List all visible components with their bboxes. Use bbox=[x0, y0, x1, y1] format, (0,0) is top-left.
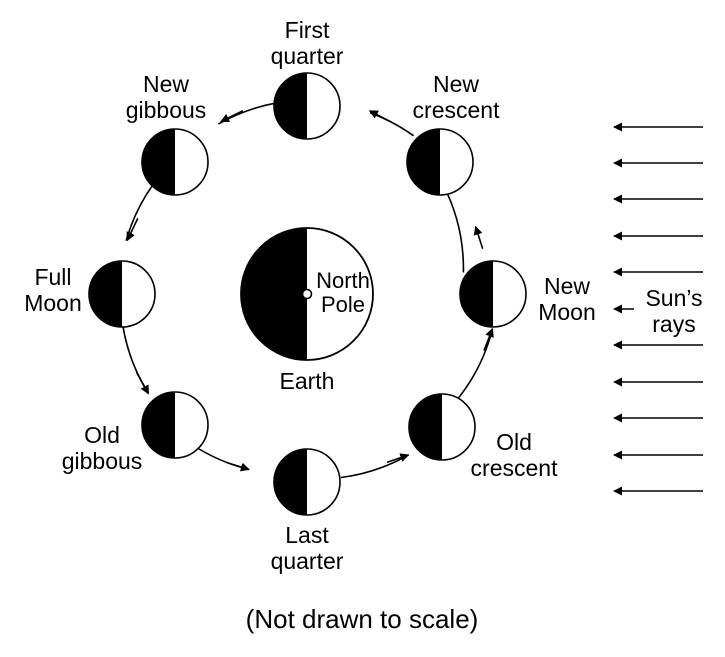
label-line: Last bbox=[285, 522, 329, 548]
label-line: Pole bbox=[320, 292, 366, 317]
orbit-arrow bbox=[135, 371, 150, 395]
orbit-arc bbox=[122, 325, 150, 395]
sun-rays bbox=[613, 122, 703, 496]
orbit-arrow bbox=[126, 218, 139, 242]
earth-label: Earth bbox=[279, 368, 335, 394]
label-new-crescent: New crescent bbox=[396, 71, 516, 123]
label-new-moon: New Moon bbox=[522, 273, 612, 325]
orbit-arc bbox=[441, 183, 465, 273]
moon-new-moon bbox=[459, 260, 527, 328]
label-last-quarter: Last quarter bbox=[247, 522, 367, 574]
moon-new-crescent bbox=[406, 128, 474, 196]
moon-first-quarter bbox=[273, 72, 341, 140]
moon-old-crescent bbox=[408, 393, 476, 461]
moon-new-gibbous bbox=[141, 128, 209, 196]
label-line: crescent bbox=[470, 455, 558, 481]
label-old-gibbous: Old gibbous bbox=[42, 422, 162, 474]
label-line: quarter bbox=[270, 548, 344, 574]
label-line: Sun’s bbox=[645, 285, 703, 311]
moon-old-gibbous bbox=[141, 391, 209, 459]
north-pole-marker bbox=[301, 288, 313, 300]
label-line: North bbox=[316, 268, 370, 293]
label-line: Full bbox=[34, 264, 72, 290]
label-line: Old bbox=[84, 422, 120, 448]
label-line: gibbous bbox=[61, 448, 143, 474]
label-line: Moon bbox=[538, 299, 596, 325]
sun-rays-label: Sun’s rays bbox=[634, 285, 714, 337]
orbit-arc bbox=[217, 102, 278, 125]
north-pole-label: North Pole bbox=[311, 269, 375, 317]
orbit-arrows bbox=[126, 109, 494, 472]
label-line: New bbox=[543, 273, 590, 299]
orbit-arrow bbox=[368, 110, 391, 123]
moon-full-moon bbox=[88, 260, 156, 328]
label-line: New bbox=[142, 71, 189, 97]
label-line: New bbox=[432, 71, 479, 97]
scale-note: (Not drawn to scale) bbox=[245, 604, 479, 634]
earth bbox=[240, 227, 374, 361]
label-new-gibbous: New gibbous bbox=[106, 71, 226, 123]
label-line: crescent bbox=[412, 97, 500, 123]
label-line: rays bbox=[652, 311, 696, 337]
orbit-arrow bbox=[473, 225, 484, 250]
orbit-arrow bbox=[220, 109, 244, 123]
label-line: Moon bbox=[24, 290, 82, 316]
label-old-crescent: Old crescent bbox=[454, 429, 574, 481]
label-full-moon: Full Moon bbox=[8, 264, 98, 316]
orbit-arrow bbox=[386, 453, 410, 464]
orbit-arrow bbox=[226, 461, 250, 472]
label-line: gibbous bbox=[125, 97, 207, 123]
moon-last-quarter bbox=[273, 448, 341, 516]
label-line: quarter bbox=[270, 43, 344, 69]
label-first-quarter: First quarter bbox=[247, 17, 367, 69]
label-line: First bbox=[284, 17, 330, 43]
orbit-arrow bbox=[483, 327, 494, 351]
label-line: Old bbox=[496, 429, 532, 455]
